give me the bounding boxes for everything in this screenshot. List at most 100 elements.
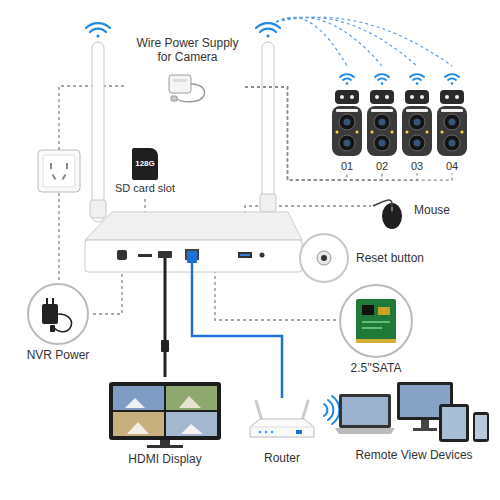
camera-wifi-icon: [381, 82, 384, 85]
router-picture: [296, 430, 302, 434]
nvr-recorder-body: [85, 240, 302, 272]
camera-picture: [402, 106, 432, 156]
hdmi-display-picture: [181, 424, 203, 434]
reset-button-picture: [300, 234, 348, 282]
remote-view-devices-picture: [473, 412, 489, 442]
camera-power-supply: Wire Power Supply for Camera: [130, 36, 245, 107]
camera-power-supply-picture: [177, 84, 205, 102]
camera-picture: [409, 135, 425, 151]
camera-picture: [339, 135, 355, 151]
camera-picture: [332, 106, 362, 156]
hdmi-display-picture: [113, 386, 164, 410]
label-text: 01: [341, 160, 353, 173]
remote-view-devices-picture: [335, 380, 493, 446]
camera-wifi-icon: [375, 74, 389, 77]
lan-cable: [187, 251, 282, 398]
label-text: Reset button: [356, 251, 424, 265]
hdmi-display-picture: [105, 380, 225, 450]
camera-picture: [344, 140, 351, 147]
label-text: 02: [376, 160, 388, 173]
camera: 01: [330, 88, 364, 173]
antenna-wifi-signal: [260, 29, 276, 32]
camera-picture: [330, 88, 364, 158]
camera-picture: [400, 88, 434, 158]
router-picture: [271, 431, 274, 434]
antenna-wifi-signal: [90, 29, 106, 32]
label-text: Mouse: [414, 203, 450, 217]
lan-cable: [187, 251, 197, 263]
antenna-wifi-signal: [96, 34, 99, 37]
remote-view-devices-picture: [442, 407, 466, 439]
camera-picture: [409, 114, 425, 130]
camera-picture: [437, 106, 467, 156]
camera-picture: [379, 119, 386, 126]
nvr-recorder-body: [85, 212, 302, 240]
nvr-power-adapter-picture: [46, 298, 48, 304]
sata-drive-picture: [362, 327, 382, 329]
camera-picture: [371, 131, 374, 134]
label-text: 2.5''SATA: [351, 361, 402, 375]
camera-picture: [330, 88, 364, 158]
router-picture: [244, 397, 320, 449]
hdmi-display-picture: [166, 412, 217, 436]
usb-mouse-picture: [392, 203, 393, 212]
camera-picture: [445, 95, 449, 99]
camera-wifi-icon: [445, 74, 459, 77]
lan-cable: [192, 258, 282, 398]
wall-outlet: [38, 150, 80, 192]
remote-view-devices-picture: [439, 404, 469, 442]
label-text: NVR Power: [27, 348, 90, 362]
camera-picture: [339, 114, 355, 130]
camera-picture: [365, 88, 399, 158]
nvr-power-adapter-picture: [42, 304, 58, 324]
camera-wifi-icon: [378, 78, 386, 80]
wall-outlet: [66, 163, 68, 169]
nvr-power-adapter-picture: [54, 314, 72, 332]
camera-picture: [440, 90, 464, 104]
remote-view-devices-picture: [335, 428, 395, 434]
camera-picture: [444, 114, 460, 130]
camera-picture: [400, 88, 434, 158]
label-text: SD card slot: [115, 182, 175, 195]
camera-wifi-icon: [340, 74, 459, 85]
reset-button-picture: [317, 251, 331, 265]
nvr-recorder-body: [138, 254, 152, 257]
usb-mouse-picture: [372, 190, 408, 230]
camera-power-supply-picture: [169, 75, 191, 93]
hdmi-display: HDMI Display: [105, 380, 225, 466]
sata-drive-picture: [356, 339, 396, 343]
camera-wifi-icon: [410, 74, 424, 77]
power-wire-connector: [245, 87, 347, 180]
camera-wifi-icon: [340, 74, 354, 77]
hdmi-display-picture: [109, 382, 221, 440]
camera-wifi-icon: [343, 78, 351, 80]
label-text: HDMI Display: [128, 452, 201, 466]
usb-mouse: Mouse: [372, 190, 450, 230]
wireless-link-curve: [276, 17, 452, 66]
camera-picture: [350, 95, 354, 99]
power-wire-connector: [245, 87, 417, 180]
nvr-power-adapter-picture: [26, 282, 90, 346]
router-picture: [259, 431, 262, 434]
router-wifi-signal: [328, 400, 333, 420]
sata-drive-picture: [356, 299, 396, 343]
camera-picture: [426, 131, 429, 134]
power-wire-connector: [245, 87, 382, 180]
nvr-power-adapter-picture: [50, 325, 55, 332]
nvr-antenna: [262, 42, 274, 214]
nvr-antenna: [90, 200, 106, 218]
antenna-wifi-signal: [256, 23, 280, 28]
label-text: 04: [446, 160, 458, 173]
hdmi-cable: [161, 258, 169, 377]
camera-picture: [336, 131, 339, 134]
wall-outlet: [52, 174, 57, 180]
camera-power-supply-picture: [163, 67, 213, 107]
nvr-antenna: [90, 42, 276, 222]
camera-picture: [414, 140, 421, 147]
wireless-link-curve: [276, 17, 347, 66]
usb-mouse-picture: [382, 203, 402, 229]
camera-picture: [375, 95, 379, 99]
wall-outlet: [62, 174, 67, 180]
